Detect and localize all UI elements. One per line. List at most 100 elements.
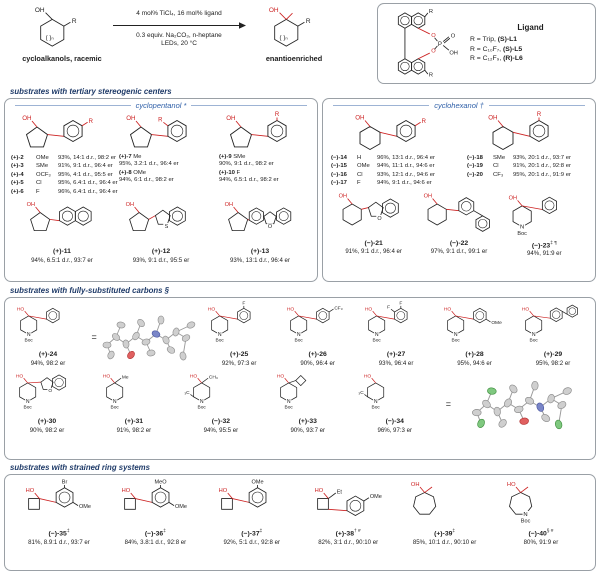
svg-text:Boc: Boc (284, 405, 293, 411)
compound-37-label: (−)-37‡ (241, 529, 263, 538)
svg-text:Boc: Boc (216, 338, 225, 344)
svg-text:N: N (374, 399, 378, 405)
svg-text:R: R (537, 112, 542, 118)
conditions-line-1: 4 mol% TiCl₄, 16 mol% ligand (136, 10, 222, 17)
svg-text:HO: HO (17, 306, 25, 312)
cyclopentanol-header-label: cyclopentanol * (135, 101, 187, 110)
molecule-structure: HOCH₃H₃CNBoc (184, 373, 218, 410)
svg-text:R: R (275, 112, 280, 118)
ligand-entry: R = C₁₀F₇, (S)-L5 (470, 45, 523, 53)
svg-text:P: P (438, 41, 442, 48)
entry-result: 95%, 6.4:1 d.r., 96:4 er (58, 180, 118, 187)
entry-substituent: OCF₃ (36, 171, 51, 178)
compound-33-result: 90%, 93:7 er (290, 426, 326, 434)
entry-result: 93%, 12:1 d.r., 94:6 er (377, 171, 435, 178)
entry-result: 94%, 9:1 d.r., 94:6 er (377, 180, 432, 187)
svg-text:R: R (429, 9, 433, 15)
footnote-marker: ‡ (66, 529, 70, 534)
compound-40-label: (−)-40§ # (528, 529, 554, 538)
svg-text:Boc: Boc (373, 338, 382, 344)
molecule-structure: OH (410, 482, 436, 515)
svg-text:O: O (377, 215, 381, 221)
entry-substituent: OMe (36, 155, 49, 161)
entry-label: (+)-9 (219, 154, 232, 160)
svg-text:HO: HO (365, 306, 373, 312)
svg-text:F: F (243, 301, 246, 307)
svg-text:( )ₙ: ( )ₙ (280, 34, 289, 41)
entry-label: (−)-20 (467, 171, 483, 178)
svg-text:H₃C: H₃C (184, 390, 190, 396)
svg-text:Boc: Boc (25, 338, 34, 344)
entry-substituent: OMe (357, 163, 370, 170)
entry-label: (+)-6 (11, 188, 24, 195)
entry-result: 95%, 20:1 d.r., 91:9 er (513, 171, 571, 178)
entry-label: (−)-16 (331, 171, 347, 178)
entry-substituent: F (36, 188, 40, 195)
entry-result: 91%, 9:1 d.r., 96:4 er (58, 163, 113, 170)
entry-substituent: Cl (357, 171, 363, 178)
ligand-entry: R = C₁₂F₉, (R)-L6 (470, 55, 523, 63)
xray-34-block: = (444, 376, 591, 432)
svg-text:OH: OH (225, 202, 233, 208)
svg-text:HO: HO (16, 373, 24, 379)
compound-28-result: 95%, 94:6 er (457, 359, 492, 367)
svg-text:HO: HO (218, 488, 227, 494)
entry-result: 93%, 14:1 d.r., 98:2 er (58, 155, 116, 161)
svg-text:R: R (158, 117, 163, 123)
footnote-marker: § # (546, 529, 554, 534)
svg-text:N: N (296, 332, 300, 338)
ligand-entry: R = Trip, (S)-L1 (470, 36, 518, 44)
svg-text:OMe: OMe (79, 504, 91, 510)
molecule-structure: OHO (338, 193, 399, 226)
entry-label: (−)-14 (331, 155, 347, 161)
ring-structure: OHR( )ₙ (35, 7, 77, 47)
svg-text:F: F (399, 301, 402, 307)
svg-text:OMe: OMe (370, 494, 382, 500)
svg-text:N: N (218, 332, 222, 338)
svg-text:HO: HO (364, 373, 372, 379)
compound-23-label: (−)-23‡ ¶ (531, 240, 557, 249)
compound-38-label: (+)-38† # (335, 529, 361, 538)
svg-text:OH: OH (488, 115, 497, 122)
svg-text:N: N (453, 332, 457, 338)
svg-text:OMe: OMe (491, 320, 502, 326)
svg-text:Boc: Boc (110, 405, 119, 411)
svg-text:( )ₙ: ( )ₙ (46, 34, 55, 41)
entry-result: 91%, 20:1 d.r., 92:8 er (513, 163, 571, 170)
svg-text:Et: Et (337, 489, 343, 495)
svg-text:Boc: Boc (518, 231, 528, 237)
molecule-structure: OH R (488, 112, 549, 151)
svg-text:R: R (306, 18, 311, 25)
entry-label: (−)-19 (467, 163, 483, 170)
